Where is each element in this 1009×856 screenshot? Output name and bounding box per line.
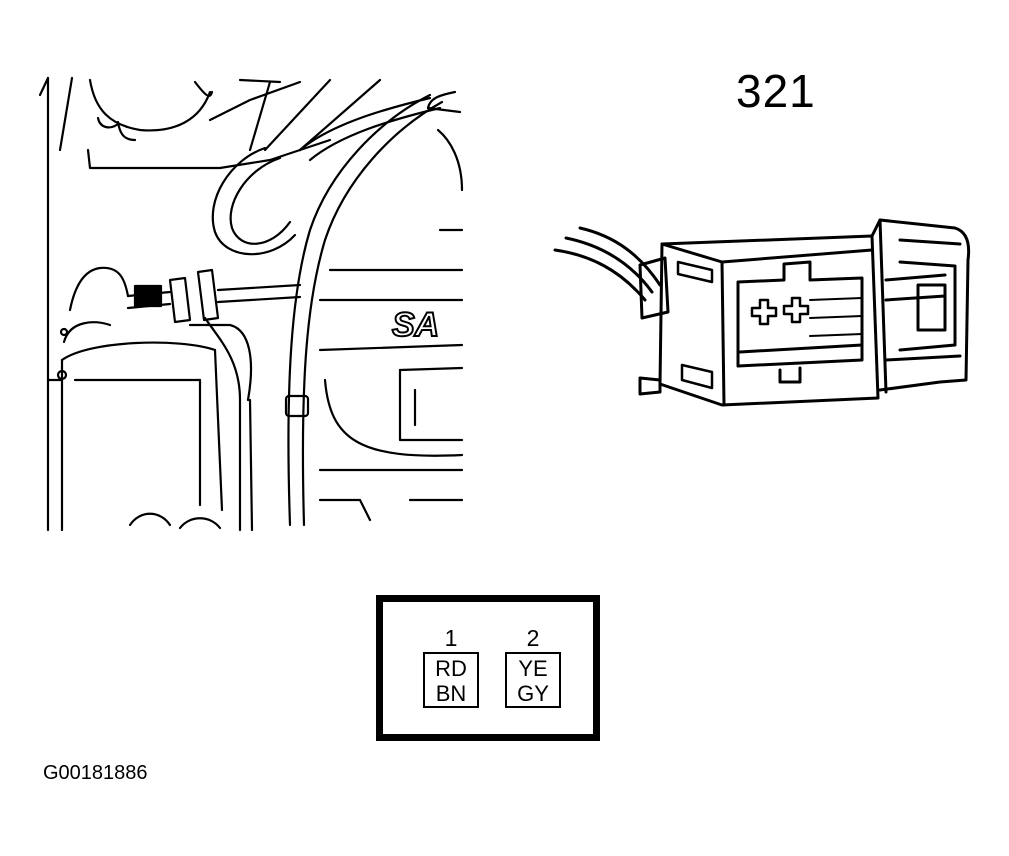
connector-wire <box>578 226 662 287</box>
figure-id: G00181886 <box>43 762 148 784</box>
pin-2: 2 YE GY <box>503 626 563 708</box>
pin-number: 1 <box>444 625 458 651</box>
engine-bay-illustration <box>38 76 464 532</box>
engine-badge-text: SA <box>392 306 439 344</box>
connector-wire <box>553 248 647 302</box>
wire-color-secondary: GY <box>517 681 549 706</box>
connector-illustration <box>553 218 971 407</box>
pin-wire-colors: RD BN <box>423 652 479 708</box>
pin-number: 2 <box>526 625 540 651</box>
wire-color-primary: RD <box>435 656 467 681</box>
connector-pinout-box: 1 RD BN 2 YE GY <box>376 595 600 741</box>
connector-wire <box>564 236 654 294</box>
connector-housing <box>658 234 880 407</box>
wire-color-primary: YE <box>518 656 548 681</box>
mating-connector <box>870 218 971 392</box>
pin-wire-colors: YE GY <box>505 652 561 708</box>
component-number: 321 <box>736 65 816 117</box>
pin-1: 1 RD BN <box>421 626 481 708</box>
wire-color-secondary: BN <box>435 681 467 706</box>
